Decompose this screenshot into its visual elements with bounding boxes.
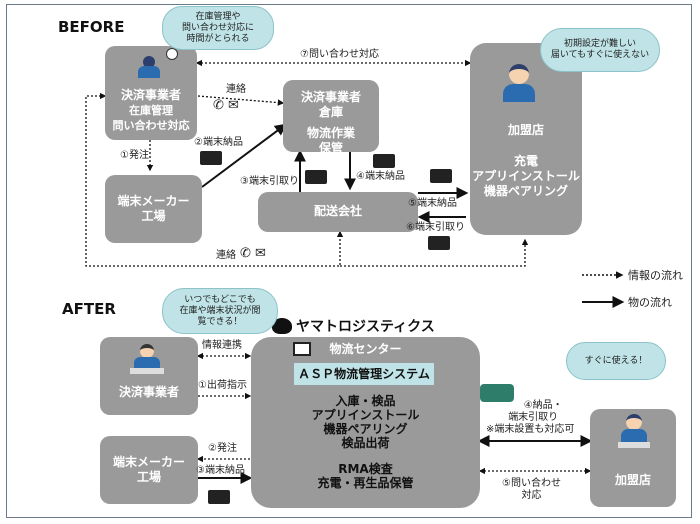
center-name: 物流センター [329, 342, 402, 356]
before-warehouse-box: 決済事業者 倉庫 物流作業 保管 [283, 80, 379, 155]
warehouse-line3: 物流作業 [306, 126, 355, 140]
after-settlement-name: 決済事業者 [118, 385, 179, 399]
settlement-sub1: 在庫管理 [129, 104, 173, 117]
after-title: AFTER [62, 300, 116, 318]
before-settlement-box: 決済事業者 在庫管理 問い合わせ対応 [105, 46, 197, 140]
label-deliver5: ⑤端末納品 [408, 198, 457, 209]
asp-system-banner: ＡＳＰ物流管理システム [294, 363, 434, 385]
legend-info: 情報の流れ [628, 269, 683, 282]
line-contact-right [340, 238, 529, 267]
label-ship-instr: ①出荷指示 [198, 380, 247, 391]
brand-name: ヤマトロジスティクス [296, 319, 435, 335]
label-inquiry: ⑦問い合わせ対応 [300, 49, 379, 60]
settlement-sub2: 問い合わせ対応 [112, 119, 190, 132]
phone-mail-icons-top: ✆ ✉ [213, 98, 239, 113]
arrow-contact-bottom [85, 92, 344, 267]
settlement-name: 決済事業者 [120, 88, 181, 102]
label-pickup6: ⑥端末引取り [406, 222, 465, 233]
warehouse-line2: 倉庫 [318, 105, 343, 119]
clock-icon [166, 48, 178, 60]
pc-worker-icon [130, 344, 164, 374]
after-settlement-box: 決済事業者 [100, 337, 198, 415]
label-contact-top: 連絡 [226, 84, 246, 95]
delivery-van-icon [480, 384, 514, 402]
after-franchise-name: 加盟店 [614, 473, 651, 487]
label-order: ①発注 [120, 150, 149, 161]
label-contact-bottom: 連絡 [216, 250, 236, 261]
truck-icon [373, 154, 395, 168]
truck-icon [208, 490, 230, 504]
before-title: BEFORE [58, 18, 125, 36]
label-info-link: 情報連携 [202, 340, 242, 351]
warehouse-line4: 保管 [318, 141, 343, 155]
truck-icon [305, 170, 327, 184]
label-after-deliver3: ③端末納品 [196, 465, 245, 476]
diagram-frame [6, 4, 692, 518]
truck-icon [428, 236, 450, 250]
arrow-contact-top [197, 95, 285, 106]
after-franchise-bubble: すぐに使える！ [566, 342, 666, 380]
label-deliver4: ④端末納品 [356, 171, 405, 182]
label-after-deliver4: ④納品・ 端末引取り ※端末設置も対応可 [486, 400, 575, 435]
label-after-inquiry: ⑤問い合わせ 対応 [502, 478, 561, 501]
delivery-name: 配送会社 [313, 204, 362, 218]
truck-icon [200, 151, 222, 165]
label-pickup3: ③端末引取り [240, 176, 299, 187]
happy-person-icon [618, 414, 650, 450]
label-deliver2: ②端末納品 [194, 137, 243, 148]
before-maker-box: 端末メーカー 工場 [105, 175, 202, 243]
monitor-icon [293, 342, 311, 356]
phone-mail-icons-bottom: ✆ ✉ [240, 246, 266, 261]
label-after-order: ②発注 [208, 443, 237, 454]
after-maker-line1: 端末メーカー [112, 455, 185, 469]
franchise-line2: アプリインストール [472, 169, 580, 183]
before-franchise-box: 加盟店 充電 アプリインストール 機器ペアリング [470, 43, 582, 235]
center-tasks: 入庫・検品 アプリインストール 機器ペアリング 検品出荷 RMA検査 充電・再生… [311, 394, 420, 490]
worried-person-icon [503, 64, 535, 102]
maker-line2: 工場 [141, 209, 166, 223]
after-settlement-bubble: いつでもどこでも 在庫や端末状況が閲 覧できる！ [162, 288, 278, 334]
franchise-name: 加盟店 [507, 123, 544, 137]
before-franchise-bubble: 初期設定が難しい 届いてもすぐに使えない [540, 28, 660, 72]
warehouse-line1: 決済事業者 [300, 90, 361, 104]
franchise-line1: 充電 [513, 154, 538, 168]
after-maker-line2: 工場 [136, 470, 161, 484]
cat-logo-icon [272, 318, 292, 334]
franchise-line3: 機器ペアリング [483, 184, 568, 198]
before-delivery-box: 配送会社 [258, 192, 418, 232]
worker-person-icon [136, 56, 162, 78]
after-maker-box: 端末メーカー 工場 [100, 436, 198, 504]
legend-goods: 物の流れ [628, 296, 672, 309]
maker-line1: 端末メーカー [117, 194, 190, 208]
before-settlement-bubble: 在庫管理や 問い合わせ対応に 時間がとられる [162, 6, 274, 50]
yamato-logo: ヤマトロジスティクス [272, 316, 435, 336]
truck-icon [430, 169, 452, 183]
